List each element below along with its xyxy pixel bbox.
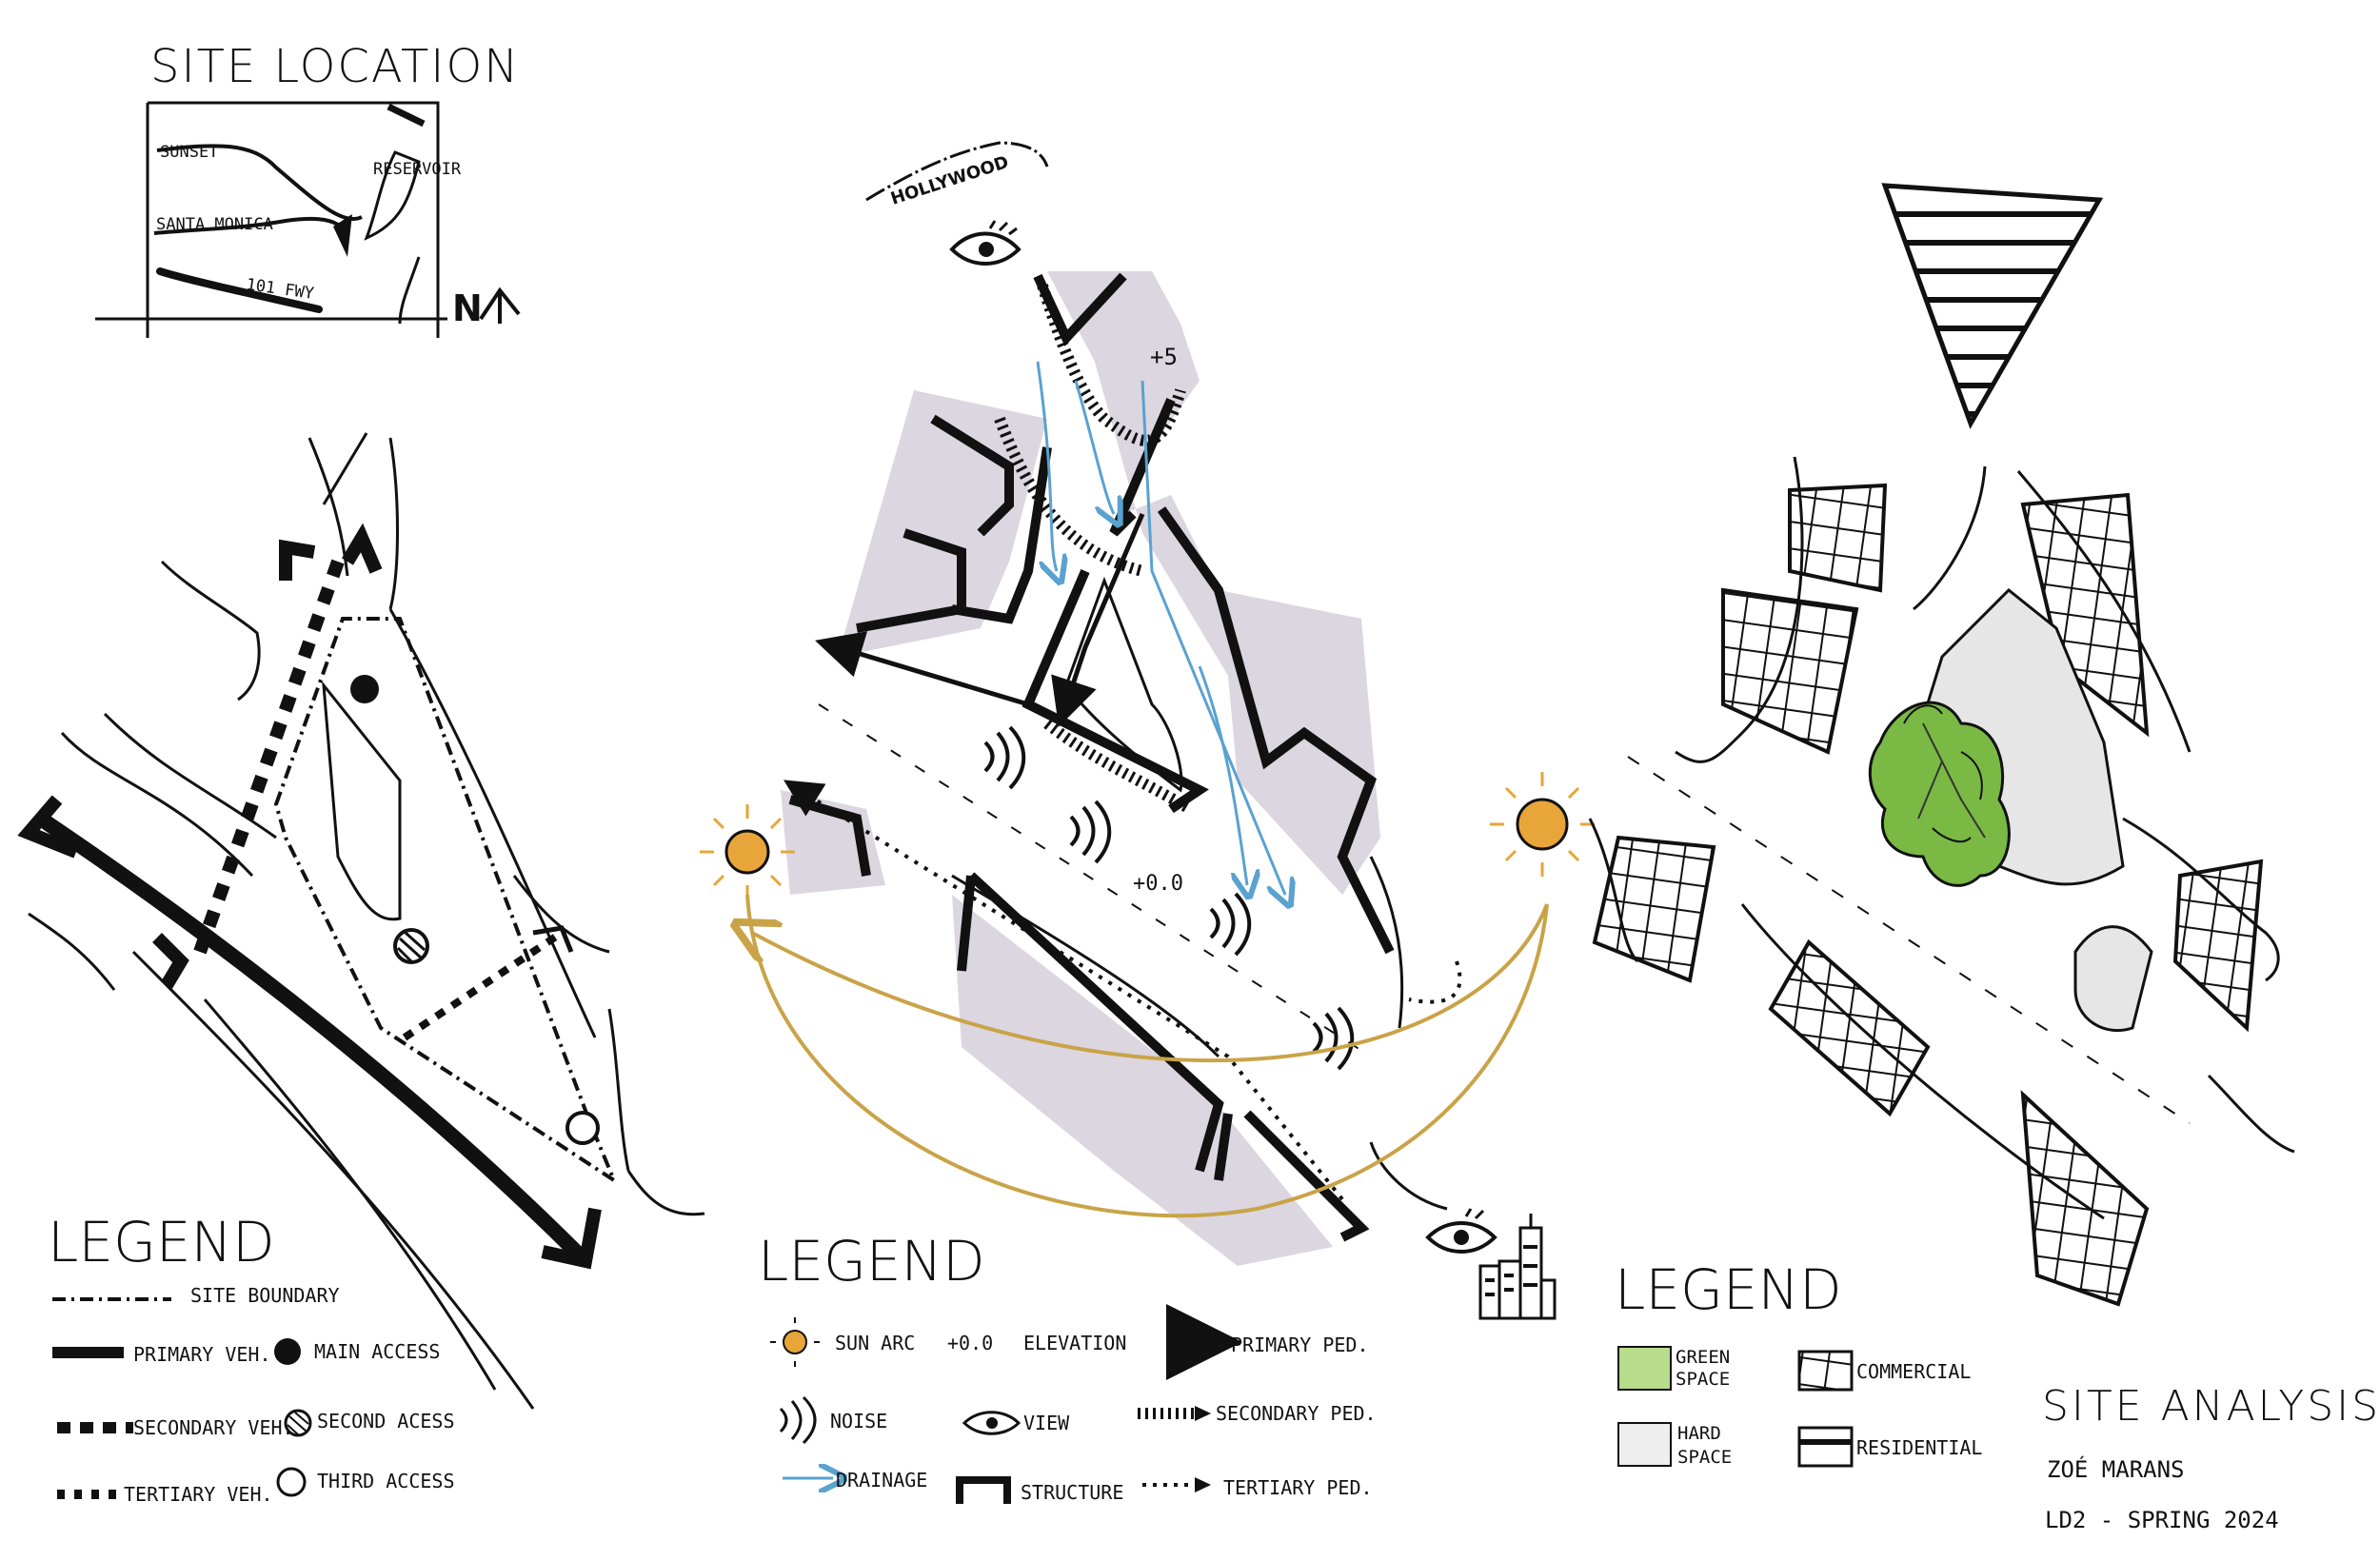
legend3-title: LEGEND — [1615, 1257, 1842, 1322]
noise-icon — [983, 725, 1355, 1071]
north-arrow-icon — [479, 287, 521, 324]
sun-icon — [700, 804, 795, 899]
green-space-cluster — [1868, 701, 2011, 887]
label-hollywood: HOLLYWOOD — [888, 152, 1011, 209]
legend1-primary-veh: PRIMARY VEH. — [133, 1343, 271, 1366]
legend-conditions: LEGEND SUN ARC +0.0 ELEVATION PRIMARY PE… — [758, 1229, 1377, 1504]
legend1-tertiary-veh: TERTIARY VEH. — [124, 1483, 273, 1506]
legend2-view: VIEW — [1023, 1412, 1070, 1434]
legend-landuse: LEGEND GREEN SPACE HARD SPACE COMMERCIAL… — [1615, 1257, 1982, 1468]
landuse-diagram — [1588, 183, 2295, 1307]
title-block: SITE ANALYSIS ZOÉ MARANS LD2 - SPRING 20… — [2042, 1382, 2380, 1533]
elevation-high: +5 — [1150, 344, 1178, 370]
drainage-line — [1074, 380, 1114, 514]
legend2-sun-arc: SUN ARC — [835, 1332, 915, 1354]
legend1-site-boundary: SITE BOUNDARY — [190, 1284, 340, 1307]
drainage-line — [1198, 665, 1247, 885]
sun-icon — [1490, 772, 1595, 877]
site-location-map: SITE LOCATION SUNSET SANTA MONICA RESERV… — [95, 40, 521, 338]
label-sunset: SUNSET — [160, 143, 218, 162]
skyline-icon — [1478, 1214, 1557, 1320]
drainage-line — [1140, 380, 1285, 895]
legend1-second-access: SECOND ACESS — [317, 1410, 455, 1433]
sun-arc — [745, 894, 1549, 1218]
legend3-residential: RESIDENTIAL — [1856, 1436, 1982, 1459]
view-icon — [1425, 1208, 1497, 1254]
legend2-title: LEGEND — [758, 1229, 985, 1294]
legend1-title: LEGEND — [48, 1210, 275, 1274]
view-icon — [949, 220, 1021, 266]
label-reservoir: RESERVOIR — [373, 160, 462, 179]
legend3-commercial: COMMERCIAL — [1856, 1360, 1971, 1383]
legend1-main-access: MAIN ACCESS — [314, 1340, 440, 1363]
legend2-noise: NOISE — [830, 1410, 887, 1433]
circulation-diagram — [17, 432, 705, 1410]
author-name: ZOÉ MARANS — [2047, 1455, 2185, 1483]
third-access-icon — [565, 1111, 600, 1145]
label-santa-monica: SANTA MONICA — [156, 215, 273, 234]
sheet-title: SITE ANALYSIS — [2042, 1382, 2380, 1431]
legend3-green-2: SPACE — [1676, 1369, 1730, 1390]
legend2-drainage: DRAINAGE — [836, 1469, 927, 1492]
legend2-structure: STRUCTURE — [1021, 1481, 1123, 1504]
sun-arc — [752, 903, 1549, 1063]
elevation-low: +0.0 — [1133, 872, 1183, 896]
legend3-hard-1: HARD — [1677, 1423, 1721, 1444]
course-term: LD2 - SPRING 2024 — [2045, 1507, 2279, 1533]
conditions-diagram: HOLLYWOOD — [700, 141, 1595, 1320]
main-access-icon — [350, 675, 379, 703]
legend2-tertiary-ped: TERTIARY PED. — [1223, 1476, 1373, 1499]
legend1-third-access: THIRD ACCESS — [317, 1470, 455, 1492]
legend2-secondary-ped: SECONDARY PED. — [1216, 1402, 1377, 1425]
legend3-green-1: GREEN — [1676, 1347, 1730, 1368]
legend1-secondary-veh: SECONDARY VEH. — [133, 1416, 294, 1439]
legend-circulation: LEGEND SITE BOUNDARY PRIMARY VEH. MAIN A… — [48, 1210, 455, 1506]
legend3-hard-2: SPACE — [1677, 1447, 1732, 1468]
legend2-elevation: ELEVATION — [1023, 1332, 1126, 1354]
site-location-title: SITE LOCATION — [150, 40, 520, 93]
drainage-line — [1036, 361, 1057, 571]
legend2-elevation-symbol: +0.0 — [947, 1332, 993, 1354]
second-access-icon — [393, 928, 429, 964]
legend2-primary-ped: PRIMARY PED. — [1231, 1334, 1369, 1356]
label-north: N — [452, 287, 483, 329]
